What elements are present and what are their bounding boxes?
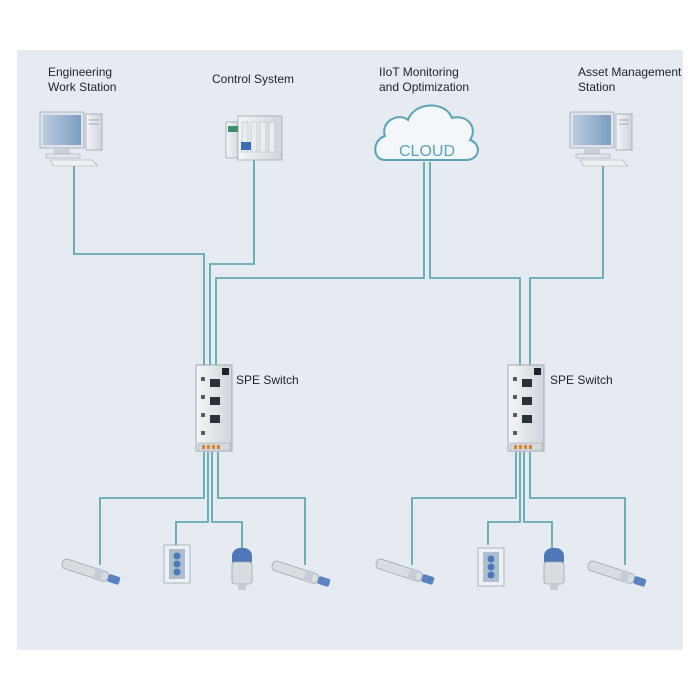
iiot-label-line1: IIoT Monitoring: [379, 65, 459, 79]
control-panel-icon: [477, 547, 505, 587]
cloud-icon: CLOUD: [374, 104, 479, 161]
cable-left-panel: [175, 452, 209, 545]
plc-controller-icon: [225, 115, 283, 161]
engineering-label-line2: Work Station: [48, 80, 117, 94]
cable-right-panel: [487, 452, 521, 545]
left-switch-label: SPE Switch: [236, 373, 299, 387]
cable-right-sensor-1: [411, 452, 517, 565]
asset-label-line1: Asset Management: [578, 65, 682, 79]
cable-left-level-sensor: [211, 452, 243, 548]
cable-right-level-sensor: [523, 452, 553, 548]
asset-label-line2: Station: [578, 80, 616, 94]
network-switch-icon: [195, 364, 233, 452]
cable-asset-to-switch: [529, 162, 604, 365]
cable-engineering-to-switch: [73, 162, 205, 365]
cable-cloud-to-right-switch: [429, 162, 521, 365]
desktop-computer-icon: [39, 111, 103, 167]
cable-control-to-switch: [209, 160, 255, 365]
cable-lines: [73, 160, 626, 565]
proximity-sensor-icon: [375, 558, 435, 585]
cable-left-sensor-1: [99, 452, 205, 565]
network-switch-icon: [507, 364, 545, 452]
level-sensor-icon: [231, 548, 253, 590]
cloud-label: CLOUD: [399, 143, 455, 160]
engineering-station-label: Engineering Work Station: [48, 65, 116, 95]
cable-left-sensor-2: [217, 452, 306, 565]
right-switch-label: SPE Switch: [550, 373, 613, 387]
asset-management-label: Asset Management Station: [578, 65, 681, 95]
iiot-label: IIoT Monitoring and Optimization: [379, 65, 469, 95]
desktop-computer-icon: [569, 111, 633, 167]
level-sensor-icon: [543, 548, 565, 590]
proximity-sensor-icon: [271, 560, 331, 587]
diagram-background: [17, 50, 683, 650]
control-system-label: Control System: [212, 72, 295, 86]
engineering-label-line1: Engineering: [48, 65, 113, 79]
control-panel-icon: [163, 544, 191, 584]
cable-cloud-to-left-switch: [215, 162, 425, 365]
iiot-label-line2: and Optimization: [379, 80, 470, 94]
proximity-sensor-icon: [61, 558, 121, 585]
proximity-sensor-icon: [587, 560, 647, 587]
cable-right-sensor-2: [529, 452, 626, 565]
